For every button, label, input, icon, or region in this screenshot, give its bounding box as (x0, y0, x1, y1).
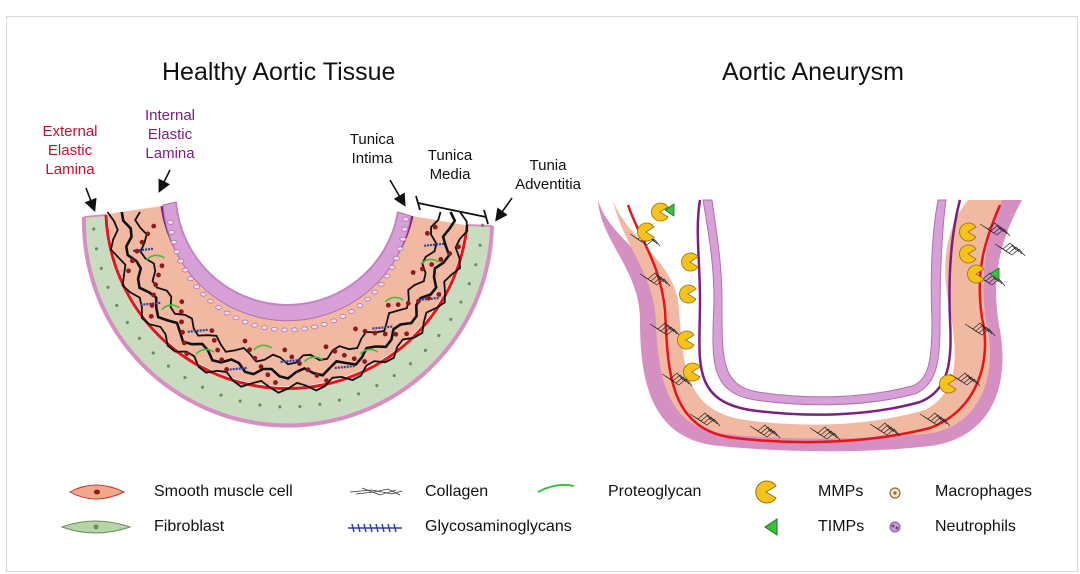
label-tunica-intima: Tunica Intima (340, 130, 404, 168)
mmp-icon (756, 481, 776, 503)
legend-macrophages: Macrophages (935, 483, 1032, 501)
aneurysm-intima (703, 200, 946, 405)
legend-mmps: MMPs (818, 483, 863, 501)
macrophage-icon (890, 488, 900, 498)
arrow-internal-lamina (160, 170, 170, 190)
timp-icon (765, 519, 777, 535)
neutrophil-icon (890, 522, 900, 532)
proteoglycan-icon (538, 485, 574, 492)
collagen-icon (350, 488, 402, 495)
legend-timps: TIMPs (818, 518, 864, 536)
legend-glycosaminoglycans: Glycosaminoglycans (425, 518, 572, 536)
label-tunica-media: Tunica Media (418, 146, 482, 184)
arrow-external-lamina (86, 188, 94, 209)
healthy-title: Healthy Aortic Tissue (162, 58, 395, 87)
healthy-aorta (82, 202, 494, 428)
legend-smooth-muscle-cell: Smooth muscle cell (154, 483, 293, 501)
label-tunica-adventitia: Tunia Adventitia (506, 156, 590, 194)
label-internal-elastic-lamina: Internal Elastic Lamina (132, 106, 208, 163)
legend-proteoglycan: Proteoglycan (608, 483, 701, 501)
arrow-tunica-adventitia (497, 198, 512, 219)
legend-collagen: Collagen (425, 483, 488, 501)
aneurysm-mmp-markers (638, 203, 999, 393)
aneurysm-title: Aortic Aneurysm (722, 58, 904, 87)
glycosaminoglycans-icon (348, 524, 402, 532)
legend-fibroblast: Fibroblast (154, 518, 224, 536)
arrow-tunica-intima (390, 180, 404, 204)
legend-neutrophils: Neutrophils (935, 518, 1016, 536)
aneurysm-aorta (598, 200, 1025, 451)
label-external-elastic-lamina: External Elastic Lamina (36, 122, 104, 179)
